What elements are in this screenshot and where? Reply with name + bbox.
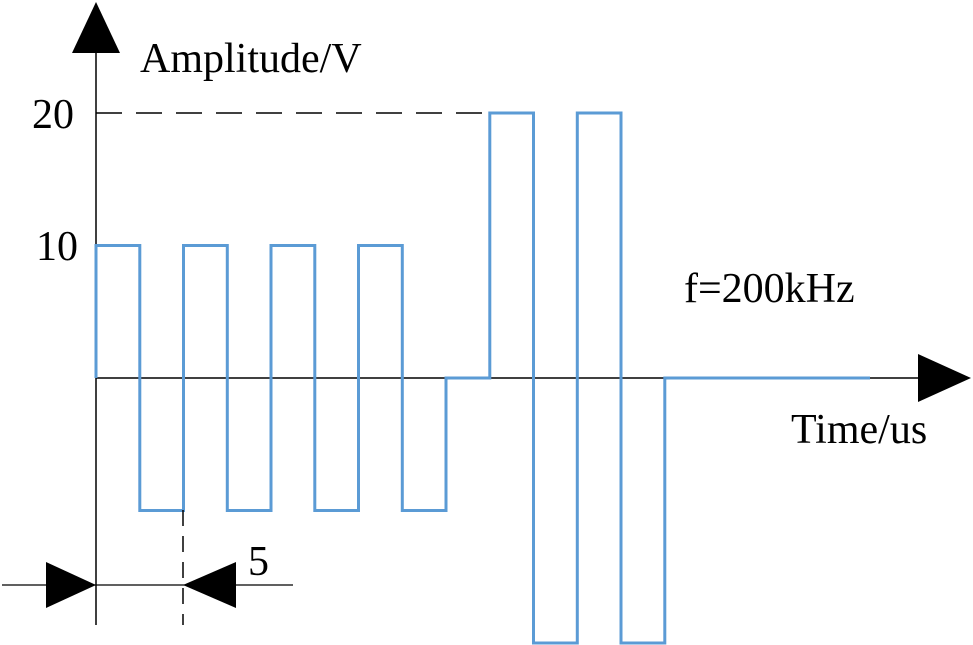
period-dimension (2, 510, 293, 625)
labels: Amplitude/V 20 10 f=200kHz Time/us 5 (32, 36, 927, 585)
y-tick-label-10: 10 (36, 224, 78, 270)
waveform-line (94, 111, 870, 645)
dimension-arrow-right-icon (183, 562, 236, 608)
y-axis-label: Amplitude/V (140, 36, 362, 82)
frequency-annotation: f=200kHz (684, 266, 855, 312)
y-tick-label-20: 20 (32, 92, 74, 138)
dimension-arrow-left-icon (46, 562, 96, 608)
y-axis-arrow-icon (72, 2, 120, 53)
x-axis-arrow-icon (918, 354, 971, 402)
x-axis-label: Time/us (791, 407, 927, 453)
dimension-value-label: 5 (248, 539, 269, 585)
axes (72, 2, 971, 625)
